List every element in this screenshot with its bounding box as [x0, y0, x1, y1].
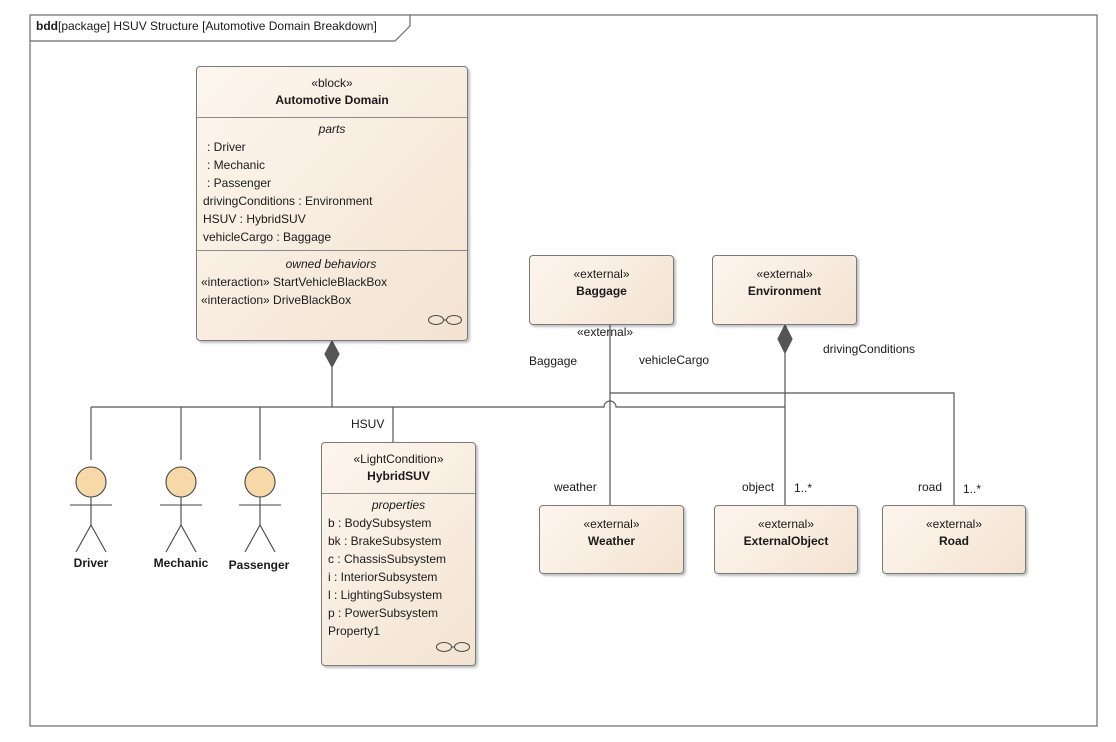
actor-passenger-name: Passenger — [228, 558, 290, 572]
block-environment[interactable]: «external» Environment — [712, 255, 857, 325]
block-external-object[interactable]: «external» ExternalObject — [714, 505, 858, 574]
hybrid-suv-stereotype: «LightCondition» — [353, 452, 444, 466]
automotive-part-vehicle-cargo: vehicleCargo : Baggage — [203, 230, 332, 244]
block-automotive-domain[interactable]: «block» Automotive Domain parts : Driver… — [196, 66, 468, 341]
automotive-behavior-start: «interaction» StartVehicleBlackBox — [201, 275, 388, 289]
block-road[interactable]: «external» Road — [882, 505, 1026, 574]
label-object-role: object — [742, 480, 775, 494]
actor-mechanic-name: Mechanic — [153, 556, 209, 570]
hybrid-suv-name: HybridSUV — [367, 469, 430, 483]
actor-driver-head — [75, 466, 107, 498]
environment-name: Environment — [747, 284, 822, 298]
connectors — [90, 323, 955, 505]
block-weather[interactable]: «external» Weather — [539, 505, 684, 574]
frame-title-text: [package] HSUV Structure [Automotive Dom… — [58, 19, 377, 33]
automotive-part-hsuv: HSUV : HybridSUV — [203, 212, 306, 226]
label-baggage-stereotype: «external» — [577, 325, 634, 339]
baggage-stereotype: «external» — [573, 267, 630, 281]
label-hsuv-role: HSUV — [351, 417, 385, 431]
block-baggage[interactable]: «external» Baggage — [529, 255, 674, 325]
hybrid-suv-property-chassis: c : ChassisSubsystem — [328, 552, 447, 566]
connector-environment-road — [610, 392, 955, 505]
external-object-stereotype: «external» — [757, 517, 815, 531]
road-name: Road — [939, 534, 969, 548]
actor-mechanic[interactable] — [160, 466, 202, 553]
automotive-behavior-drive: «interaction» DriveBlackBox — [201, 293, 352, 307]
decomposition-icon — [436, 642, 470, 652]
composition-diamond-environment — [777, 323, 793, 355]
hybrid-suv-property-body: b : BodySubsystem — [328, 516, 432, 530]
actor-driver[interactable] — [70, 466, 112, 553]
label-object-multiplicity: 1..* — [794, 481, 813, 495]
frame-kind: bdd — [36, 19, 58, 33]
environment-stereotype: «external» — [756, 267, 813, 281]
external-object-name: ExternalObject — [743, 534, 829, 548]
hybrid-suv-property-interior: i : InteriorSubsystem — [328, 570, 438, 584]
frame-tab-outline — [30, 15, 411, 42]
hybrid-suv-property-power: p : PowerSubsystem — [328, 606, 439, 620]
actor-driver-name: Driver — [73, 556, 109, 570]
connector-main-bus — [91, 400, 785, 408]
block-hybrid-suv[interactable]: «LightCondition» HybridSUV properties b … — [321, 442, 476, 666]
automotive-name: Automotive Domain — [275, 93, 389, 107]
label-road-multiplicity: 1..* — [963, 482, 982, 496]
road-stereotype: «external» — [925, 517, 983, 531]
actor-passenger[interactable] — [239, 466, 281, 553]
actor-passenger-head — [244, 466, 276, 498]
automotive-part-driving-conditions: drivingConditions : Environment — [203, 194, 373, 208]
automotive-part-driver: : Driver — [207, 140, 246, 154]
actor-mechanic-head — [165, 466, 197, 498]
automotive-parts-title: parts — [318, 122, 346, 136]
label-vehicle-cargo: vehicleCargo — [639, 353, 710, 367]
automotive-part-mechanic: : Mechanic — [207, 158, 266, 172]
hybrid-suv-property-brake: bk : BrakeSubsystem — [328, 534, 442, 548]
weather-name: Weather — [587, 534, 636, 548]
label-baggage-role: Baggage — [529, 354, 578, 368]
automotive-part-passenger: : Passenger — [207, 176, 272, 190]
automotive-behaviors-title: owned behaviors — [285, 257, 377, 271]
automotive-stereotype: «block» — [311, 76, 353, 90]
label-road-role: road — [918, 480, 943, 494]
frame-title: bdd[package] HSUV Structure [Automotive … — [30, 15, 377, 41]
diagram-frame — [29, 14, 1098, 727]
composition-diamond-automotive — [324, 339, 340, 369]
decomposition-icon — [428, 315, 462, 325]
label-driving-conditions: drivingConditions — [823, 342, 916, 356]
hybrid-suv-property-1: Property1 — [328, 624, 381, 638]
baggage-name: Baggage — [576, 284, 627, 298]
weather-stereotype: «external» — [583, 517, 640, 531]
label-weather-role: weather — [554, 480, 597, 494]
hybrid-suv-properties-title: properties — [371, 498, 426, 512]
hybrid-suv-property-lighting: l : LightingSubsystem — [328, 588, 443, 602]
